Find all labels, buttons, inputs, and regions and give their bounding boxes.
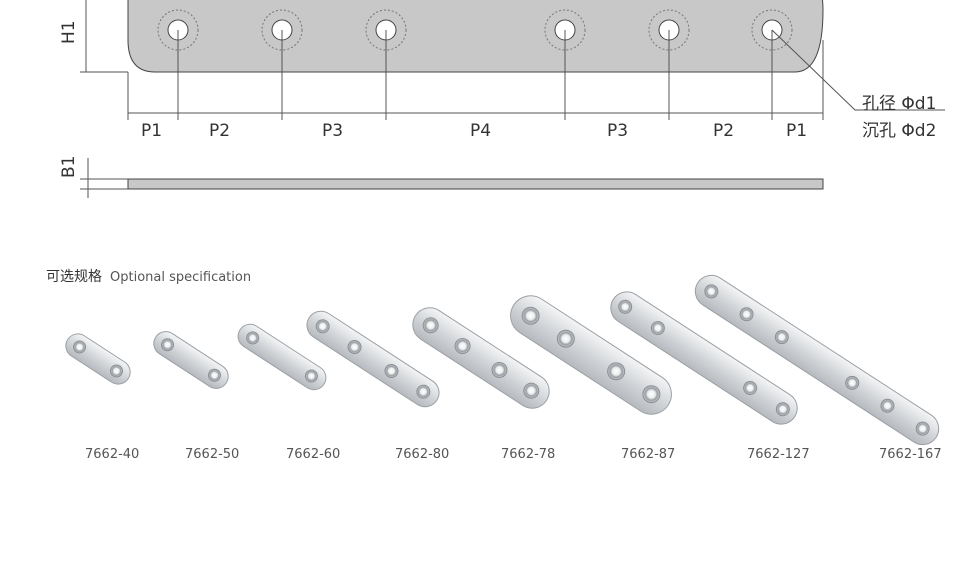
model-label-7662-50: 7662-50: [185, 447, 239, 462]
pitch-label-p4: P4: [470, 121, 491, 141]
pitch-label-p1-right: P1: [786, 121, 807, 141]
model-label-7662-78: 7662-78: [501, 447, 555, 462]
product-7662-40: [65, 333, 131, 385]
model-labels: 7662-40 7662-50 7662-60 7662-80 7662-78 …: [85, 447, 942, 462]
pitch-label-p3-right: P3: [607, 121, 628, 141]
model-label-7662-87: 7662-87: [621, 447, 675, 462]
h1-dimension: [80, 0, 128, 73]
b1-label: B1: [59, 156, 79, 178]
model-label-7662-40: 7662-40: [85, 447, 139, 462]
spec-title-cn: 可选规格: [46, 269, 102, 285]
model-label-7662-167: 7662-167: [879, 447, 942, 462]
pitch-label-p1-left: P1: [141, 121, 162, 141]
pitch-extension-lines: [127, 30, 824, 120]
h1-label: H1: [59, 20, 79, 44]
pitch-label-p2-right: P2: [713, 121, 734, 141]
hole-diameter-note: 孔径 Φd1: [862, 94, 936, 114]
hole-leader: [771, 29, 945, 111]
product-7662-87: [510, 295, 672, 415]
b1-dimension: [80, 158, 128, 198]
product-7662-78: [412, 307, 550, 409]
product-7662-50: [153, 331, 229, 389]
model-label-7662-127: 7662-127: [747, 447, 810, 462]
product-7662-127: [610, 291, 798, 425]
optional-spec-heading: 可选规格 Optional specification: [46, 266, 251, 286]
pitch-labels: P1 P2 P3 P4 P3 P2 P1: [141, 121, 807, 141]
product-7662-80: [306, 310, 440, 408]
countersink-diameter-note: 沉孔 Φd2: [862, 121, 936, 141]
model-label-7662-80: 7662-80: [395, 447, 449, 462]
spec-title-en: Optional specification: [110, 270, 252, 285]
product-7662-60: [237, 323, 327, 391]
plate-side-view: [127, 178, 824, 190]
pitch-label-p3-left: P3: [322, 121, 343, 141]
product-7662-167: [694, 274, 940, 446]
plate-front-view: [127, 0, 824, 73]
model-label-7662-60: 7662-60: [286, 447, 340, 462]
pitch-label-p2-left: P2: [209, 121, 230, 141]
